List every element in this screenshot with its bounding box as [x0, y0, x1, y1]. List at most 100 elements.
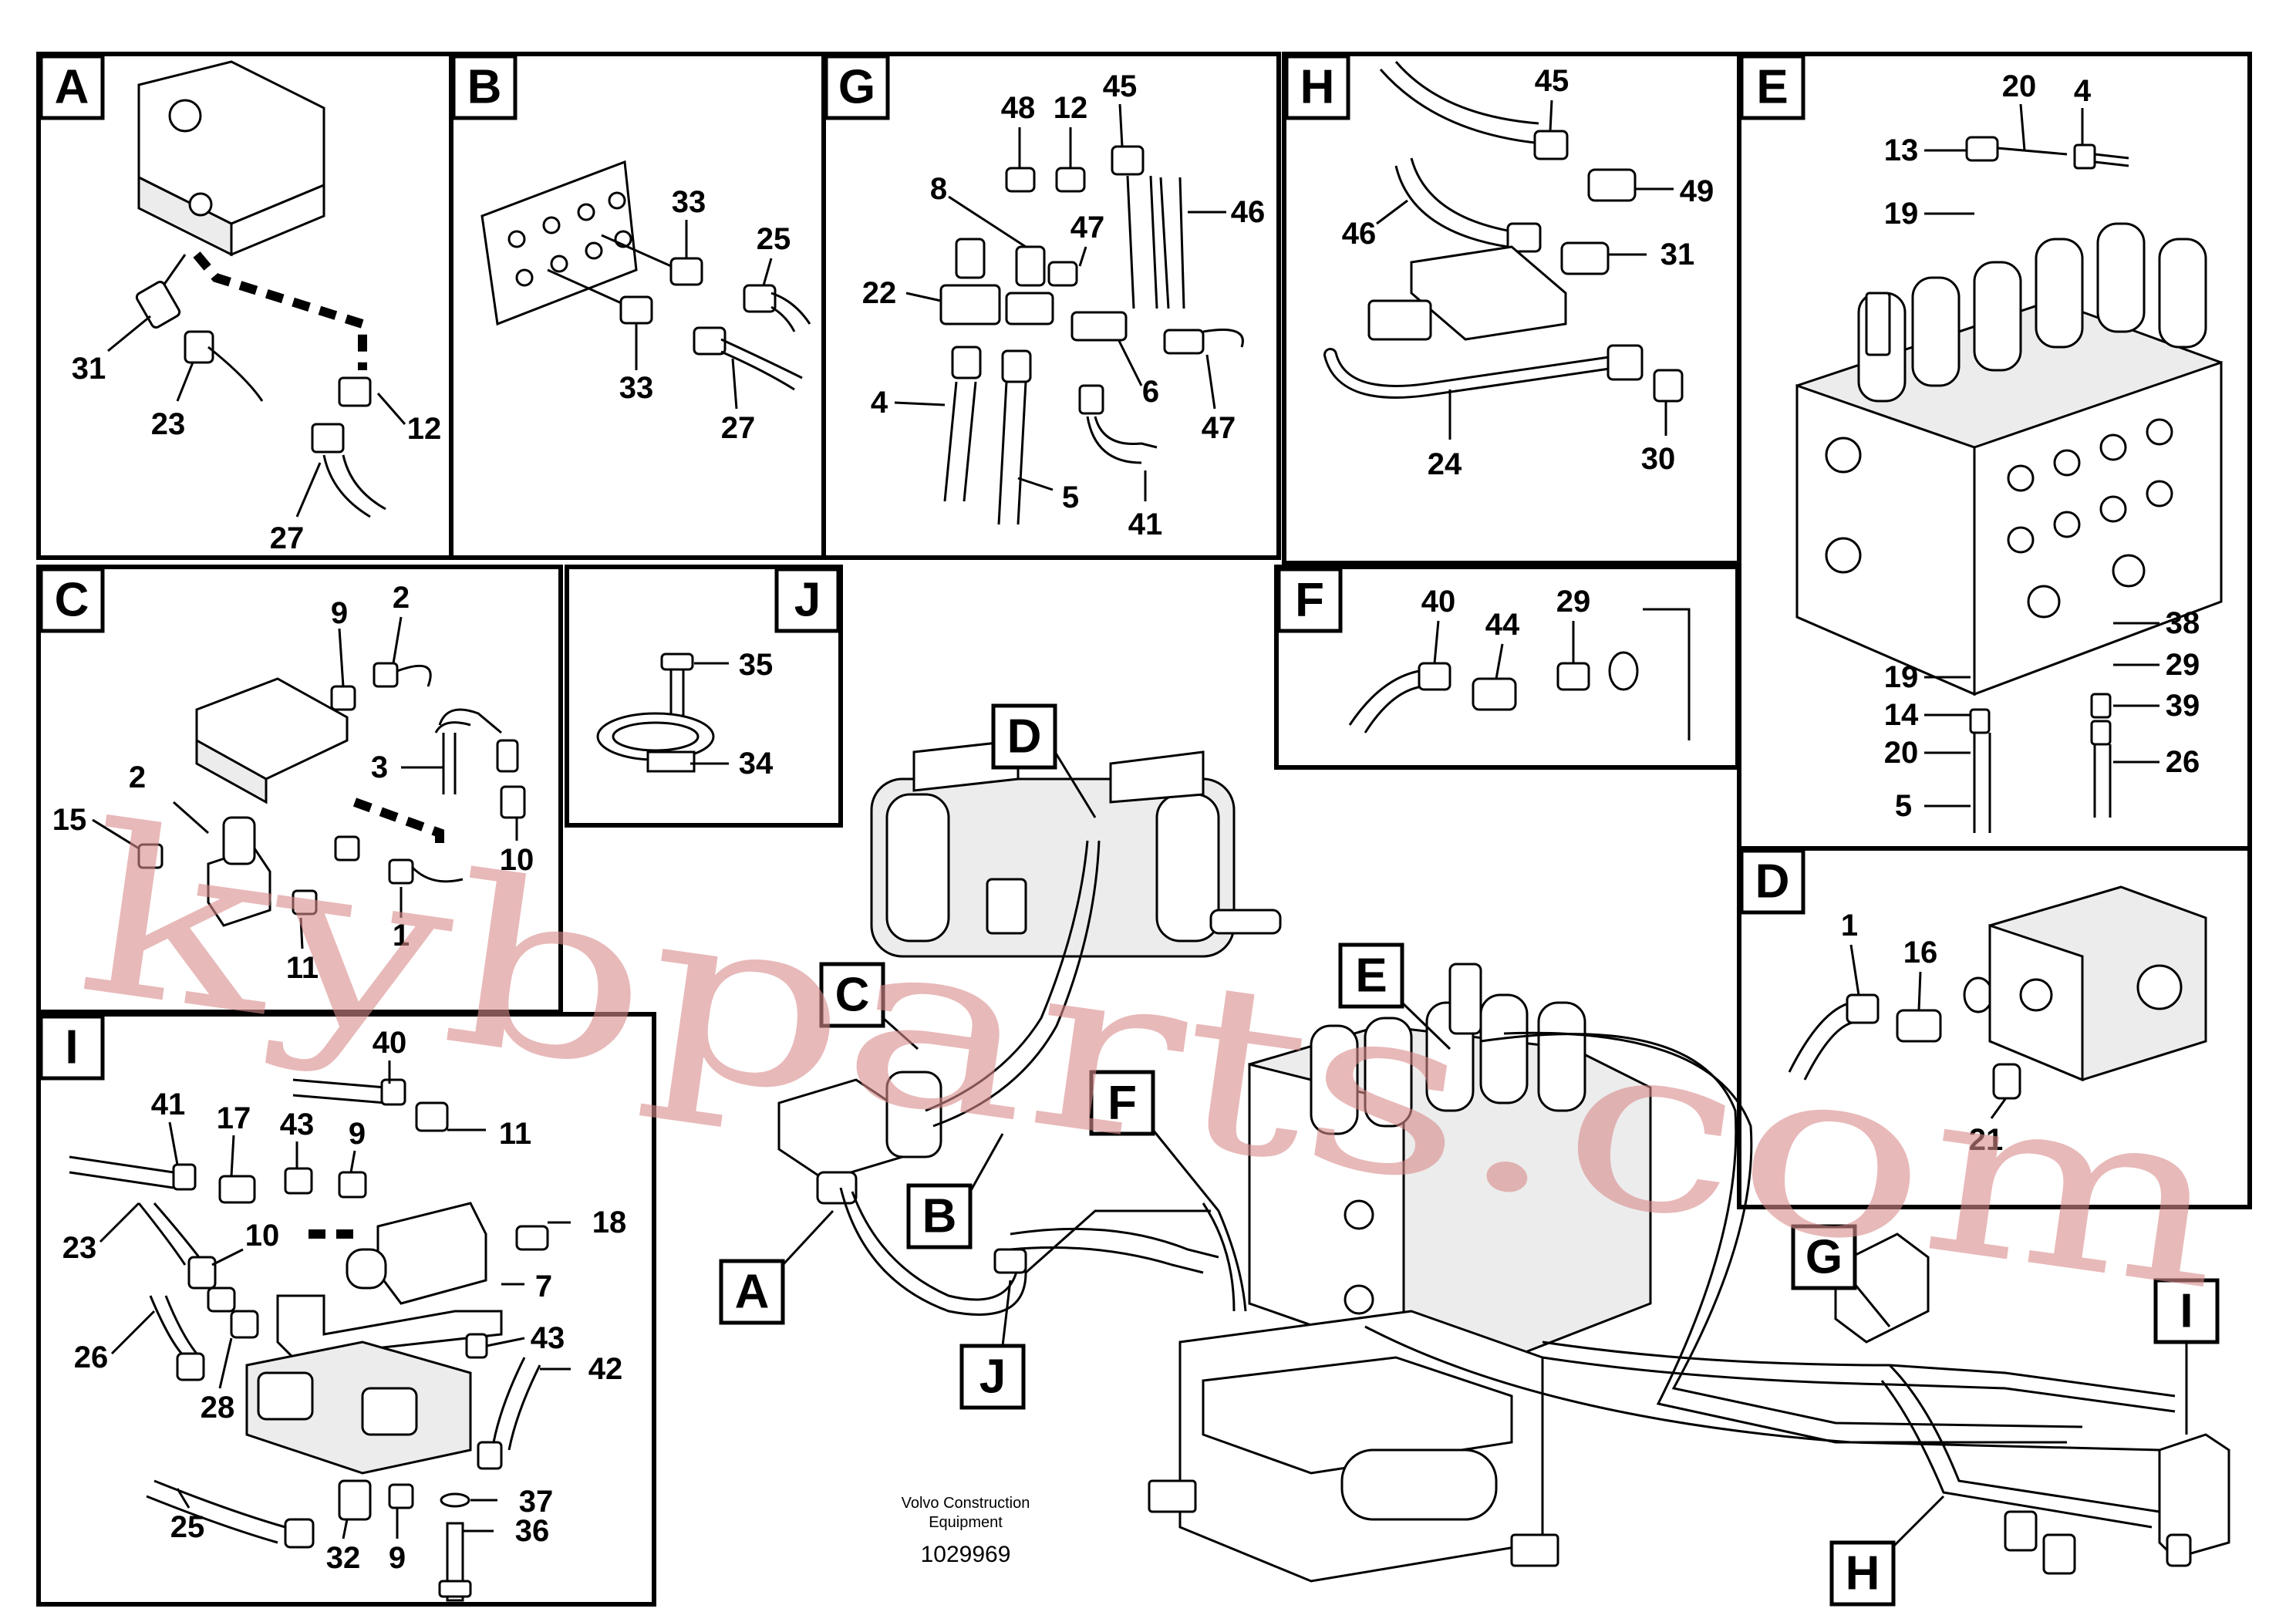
overview-callout-b: B [906, 1133, 1004, 1249]
part-label: 29 [2166, 648, 2200, 682]
panel-a-pump-block [137, 60, 325, 257]
overview-callout-f: F [1089, 1070, 1220, 1212]
part-label: 13 [1884, 133, 1919, 167]
panel-c-label-box [39, 567, 105, 633]
part-label: 15 [52, 803, 87, 837]
part-label: 19 [1884, 197, 1919, 231]
part-label: 34 [739, 747, 774, 781]
panel-a-hose-23 [207, 346, 264, 402]
overview-callout-g: G [1791, 1224, 1891, 1327]
panel-d: D 1 16 21 [1737, 846, 2252, 1209]
panel-f: F 40 44 29 [1274, 565, 1740, 770]
part-label: 10 [245, 1219, 280, 1253]
footer-brand-line1: Volvo Construction [902, 1495, 1030, 1512]
part-label: 47 [1202, 411, 1236, 445]
callout-b-box [906, 1183, 973, 1249]
panel-c-valve [207, 816, 271, 927]
panel-f-adapter-29 [1556, 662, 1590, 691]
panel-h: H 45 49 46 31 24 30 [1282, 52, 1741, 565]
part-label: 40 [373, 1026, 407, 1060]
panel-i-frame [36, 1012, 656, 1607]
part-label: 11 [286, 951, 319, 985]
part-label: 5 [1062, 481, 1079, 514]
callout-b-letter: B [922, 1190, 957, 1243]
part-label: 14 [1884, 698, 1919, 732]
part-label: 31 [72, 352, 106, 386]
panel-f-letter: F [1295, 574, 1324, 627]
callout-d-box [991, 703, 1057, 770]
callout-i-letter: I [2180, 1285, 2193, 1338]
part-label: 19 [1884, 660, 1919, 694]
panel-d-elbow-21 [1992, 1063, 2021, 1100]
part-label: 36 [515, 1514, 550, 1548]
part-label: 33 [619, 371, 654, 405]
panel-g-label-box [824, 54, 890, 120]
part-label: 10 [500, 843, 534, 877]
panel-a-nut-23 [184, 330, 214, 364]
part-label: 27 [721, 411, 756, 445]
panel-g-tee-6 [1070, 311, 1128, 342]
callout-c-letter: C [835, 969, 870, 1022]
overview-callout-h: H [1829, 1495, 1945, 1607]
part-label: 40 [1421, 585, 1456, 619]
panel-c-letter: C [55, 574, 89, 627]
part-label: 12 [1054, 91, 1088, 125]
overview-pedestal [1148, 1310, 1559, 1583]
callout-h-letter: H [1846, 1547, 1880, 1600]
part-label: 20 [1884, 736, 1919, 770]
part-label: 24 [1428, 447, 1462, 481]
panel-i-label-box [39, 1014, 105, 1081]
part-label: 48 [1001, 91, 1036, 125]
panel-b-hose-27 [720, 338, 803, 379]
part-label: 18 [592, 1206, 627, 1239]
panel-i-solenoid [245, 1340, 472, 1475]
overview-valve-block [2004, 1433, 2230, 1575]
part-label: 30 [1641, 442, 1676, 476]
overview-callout-c: C [819, 962, 919, 1050]
panel-f-frame [1274, 565, 1740, 770]
callout-d-letter: D [1007, 710, 1042, 764]
part-label: 17 [217, 1101, 251, 1135]
panel-b-nut-upper [669, 257, 703, 286]
panel-h-label-box [1284, 54, 1350, 120]
panel-j-frame [565, 565, 843, 828]
overview-small-valve-g [1834, 1233, 1930, 1344]
panel-j-letter: J [794, 574, 821, 627]
part-label: 45 [1535, 64, 1569, 98]
panel-f-label-box [1276, 567, 1343, 633]
panel-d-frame [1737, 846, 2252, 1209]
panel-i-letter: I [65, 1021, 78, 1074]
panel-i-bolt-18 [515, 1225, 549, 1251]
panel-a-label-box [39, 54, 105, 120]
part-label: 25 [170, 1510, 205, 1544]
part-label: 9 [389, 1541, 406, 1575]
panel-g-frame [821, 52, 1281, 560]
panel-b-nut-lower [619, 295, 653, 325]
panel-g-adapter-22 [939, 284, 1001, 325]
panel-b-plate [480, 160, 638, 326]
callout-h-box [1829, 1540, 1896, 1607]
panel-b-letter: B [467, 61, 502, 114]
part-label: 41 [151, 1088, 186, 1121]
callout-j-box [959, 1344, 1026, 1410]
part-label: 16 [1903, 936, 1938, 969]
panel-a: A 31 23 12 27 [36, 52, 453, 560]
panel-g-fitting-22a [955, 238, 986, 279]
panel-e-letter: E [1756, 61, 1788, 114]
part-label: 46 [1342, 217, 1377, 251]
panel-h-block [1367, 245, 1567, 341]
part-label: 11 [499, 1117, 531, 1151]
part-label: 43 [280, 1108, 315, 1141]
part-label: 9 [331, 596, 348, 630]
part-label: 21 [1969, 1123, 2004, 1157]
panel-b-label-box [451, 54, 518, 120]
panel-a-hose-27 [322, 454, 371, 518]
part-label: 31 [1660, 238, 1695, 271]
part-label: 47 [1070, 211, 1105, 244]
callout-a-letter: A [735, 1266, 770, 1319]
part-label: 41 [1128, 508, 1163, 541]
part-label: 49 [1680, 174, 1714, 208]
panel-i-bracket-7 [276, 1294, 503, 1359]
panel-i-block-32 [338, 1479, 372, 1521]
part-label: 37 [519, 1485, 554, 1519]
